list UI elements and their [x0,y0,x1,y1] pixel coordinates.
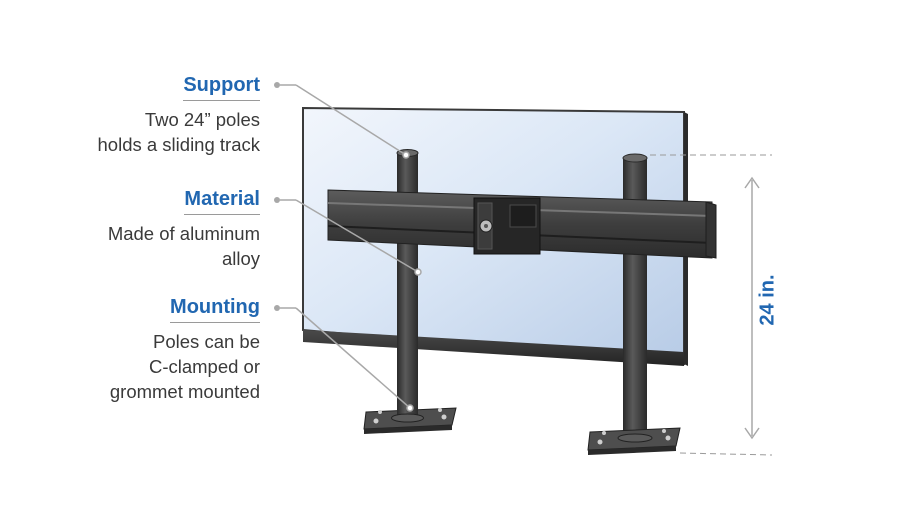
material-callout-line [274,197,422,276]
right-pole [622,153,648,452]
mounting-heading: Mounting [170,294,260,323]
support-description: Two 24” poles holds a sliding track [98,107,260,157]
support-callout-line [274,82,410,159]
right-base-plate [587,427,681,455]
mounting-line-2: C-clamped or [148,356,260,377]
arrow-down-icon [744,427,760,440]
material-line-1: Made of aluminum [107,223,260,244]
material-callout: Material Made of aluminum alloy [108,186,260,271]
height-dimension-label: 24 in. [756,274,779,326]
vesa-mount-plate [473,197,541,255]
support-line-1: Two 24” poles [144,109,260,130]
left-pole [396,149,419,429]
callout-lines [274,82,422,412]
left-base-plate [363,396,457,434]
support-line-2: holds a sliding track [97,134,260,155]
mounting-callout: Mounting Poles can be C-clamped or gromm… [110,294,260,404]
mounting-callout-line [274,305,414,412]
material-line-2: alloy [221,248,260,269]
mounting-line-1: Poles can be [153,331,260,352]
height-dimension [650,154,773,456]
mounting-line-3: grommet mounted [109,381,260,402]
arrow-up-icon [744,176,760,189]
support-callout: Support Two 24” poles holds a sliding tr… [98,72,260,157]
mounting-description: Poles can be C-clamped or grommet mounte… [110,329,260,404]
material-description: Made of aluminum alloy [108,221,260,271]
material-heading: Material [184,186,260,215]
support-heading: Support [183,72,260,101]
